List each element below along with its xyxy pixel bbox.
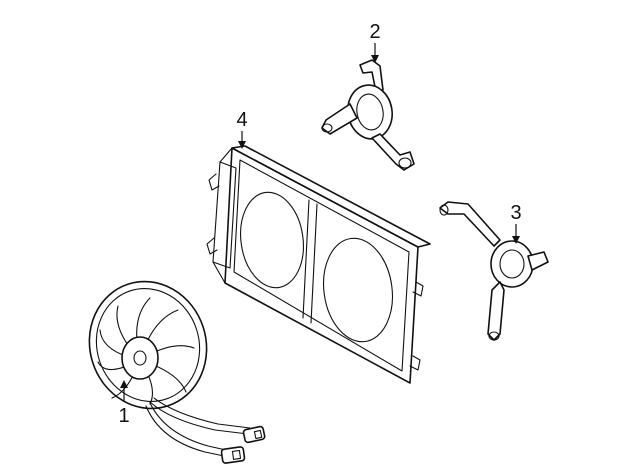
- callout-4-arrow: [238, 141, 246, 149]
- callout-label-3: 3: [510, 202, 521, 224]
- callout-3-arrow: [512, 236, 520, 244]
- callout-1: 1: [118, 380, 130, 427]
- fan-shroud: [206, 145, 431, 384]
- callout-label-1: 1: [118, 405, 129, 427]
- upper-bracket: [321, 59, 415, 171]
- callout-label-4: 4: [236, 109, 247, 131]
- fan-assembly: [88, 280, 266, 464]
- callout-1-arrow: [120, 380, 128, 388]
- lower-bracket: [439, 201, 549, 341]
- callout-2-arrow: [371, 55, 379, 63]
- callout-label-2: 2: [369, 21, 380, 43]
- callout-4: 4: [236, 109, 248, 149]
- callout-3: 3: [510, 202, 522, 244]
- callout-2: 2: [369, 21, 381, 63]
